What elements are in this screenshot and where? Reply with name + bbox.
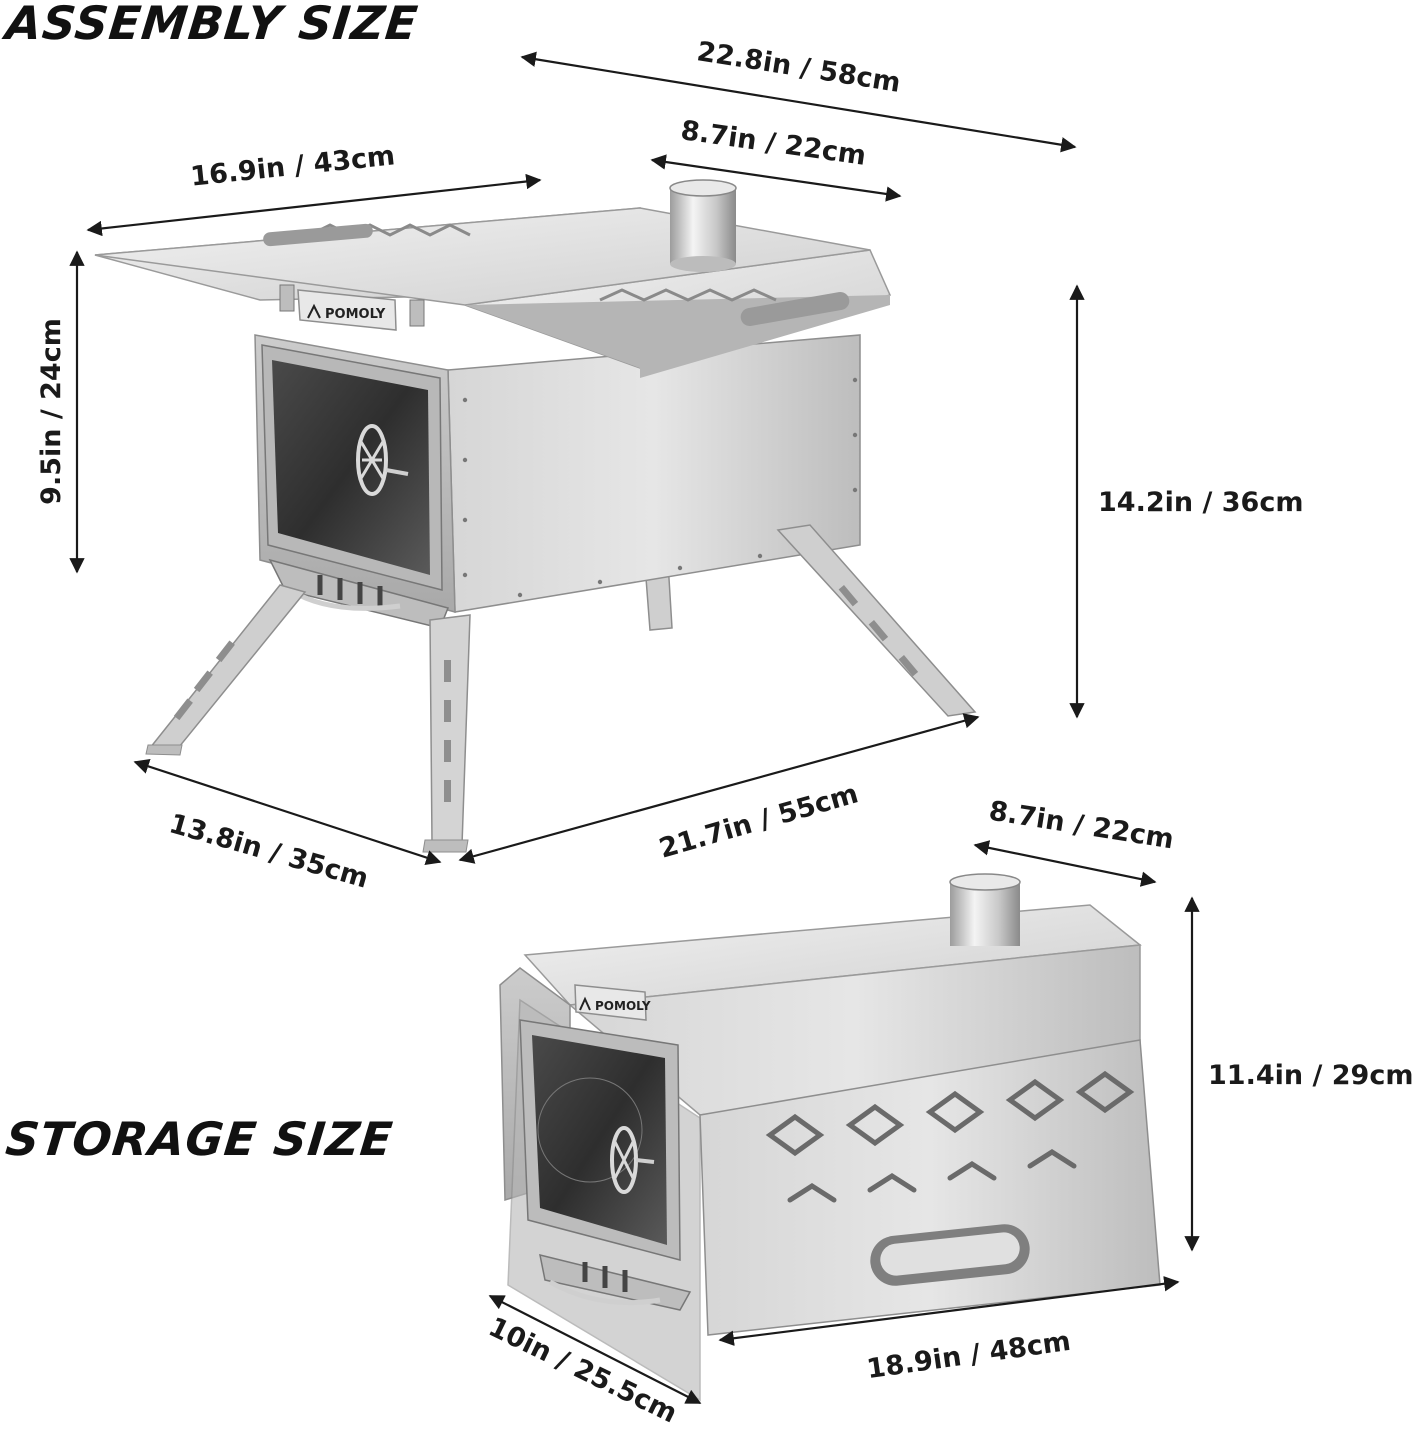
storage-stove: POMOLY (499, 873, 1161, 1402)
label-storage-height: 11.4in / 29cm (1208, 1060, 1414, 1091)
label-body-height: 9.5in / 24cm (35, 318, 67, 505)
arrow-base-depth (133, 759, 442, 865)
label-total-height: 14.2in / 36cm (1098, 487, 1304, 518)
arrow-table-depth (86, 173, 542, 237)
arrow-storage-width (718, 1276, 1180, 1346)
dimension-arrows (69, 51, 1200, 1404)
arrow-base-width (458, 713, 980, 864)
arrow-chimney-offset (650, 154, 902, 202)
storage-brand-label: POMOLY (595, 999, 651, 1013)
arrow-total-width (520, 51, 1077, 153)
assembled-stove: POMOLY (94, 179, 977, 853)
assembly-brand-label: POMOLY (325, 307, 386, 322)
arrow-storage-depth (488, 1295, 702, 1404)
arrow-storage-chimney-offset (973, 840, 1157, 887)
